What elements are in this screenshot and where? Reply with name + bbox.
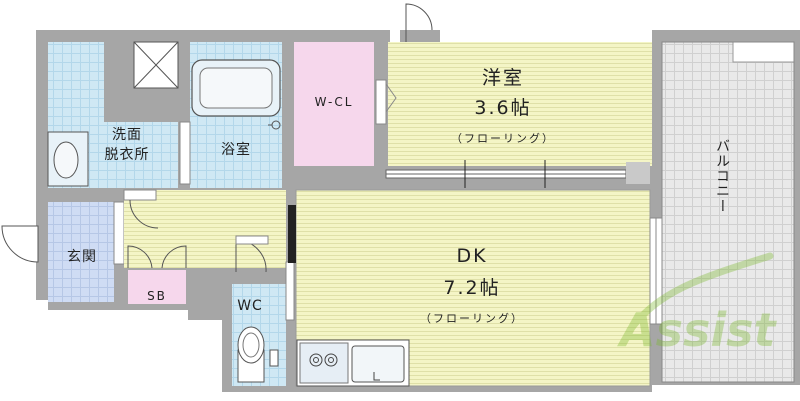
balcony-label: バルコニー bbox=[714, 139, 730, 214]
assist-watermark: Assist bbox=[617, 252, 778, 357]
washroom-label-1: 洗面 bbox=[112, 127, 142, 143]
room-labels: 洋室 3.6帖 （フローリング） W-CL 浴室 洗面 脱衣所 玄関 SB WC… bbox=[67, 67, 730, 325]
balcony bbox=[661, 41, 795, 383]
dining-kitchen bbox=[288, 189, 663, 387]
wc-label: WC bbox=[237, 298, 263, 314]
western-room bbox=[385, 42, 652, 188]
dk-size: 7.2帖 bbox=[443, 277, 500, 299]
western-room-name: 洋室 bbox=[482, 67, 524, 89]
bathroom bbox=[179, 42, 282, 188]
wcl-label: W-CL bbox=[315, 95, 354, 109]
washroom-label-2: 脱衣所 bbox=[105, 147, 150, 163]
dk-name: DK bbox=[456, 245, 487, 267]
washroom bbox=[47, 41, 179, 188]
western-room-floor: （フローリング） bbox=[451, 131, 555, 145]
dk-floor: （フローリング） bbox=[420, 311, 524, 325]
sb-label: SB bbox=[147, 289, 167, 303]
shoe-box bbox=[128, 270, 186, 304]
hallway bbox=[123, 189, 286, 269]
door-swing-top bbox=[400, 3, 440, 42]
watermark-text: Assist bbox=[617, 303, 778, 357]
walk-in-closet bbox=[294, 42, 397, 166]
bath-label: 浴室 bbox=[221, 141, 251, 158]
entrance-label: 玄関 bbox=[67, 248, 97, 265]
entrance bbox=[1, 201, 125, 302]
western-room-size: 3.6帖 bbox=[474, 97, 531, 119]
toilet-room bbox=[224, 235, 295, 386]
